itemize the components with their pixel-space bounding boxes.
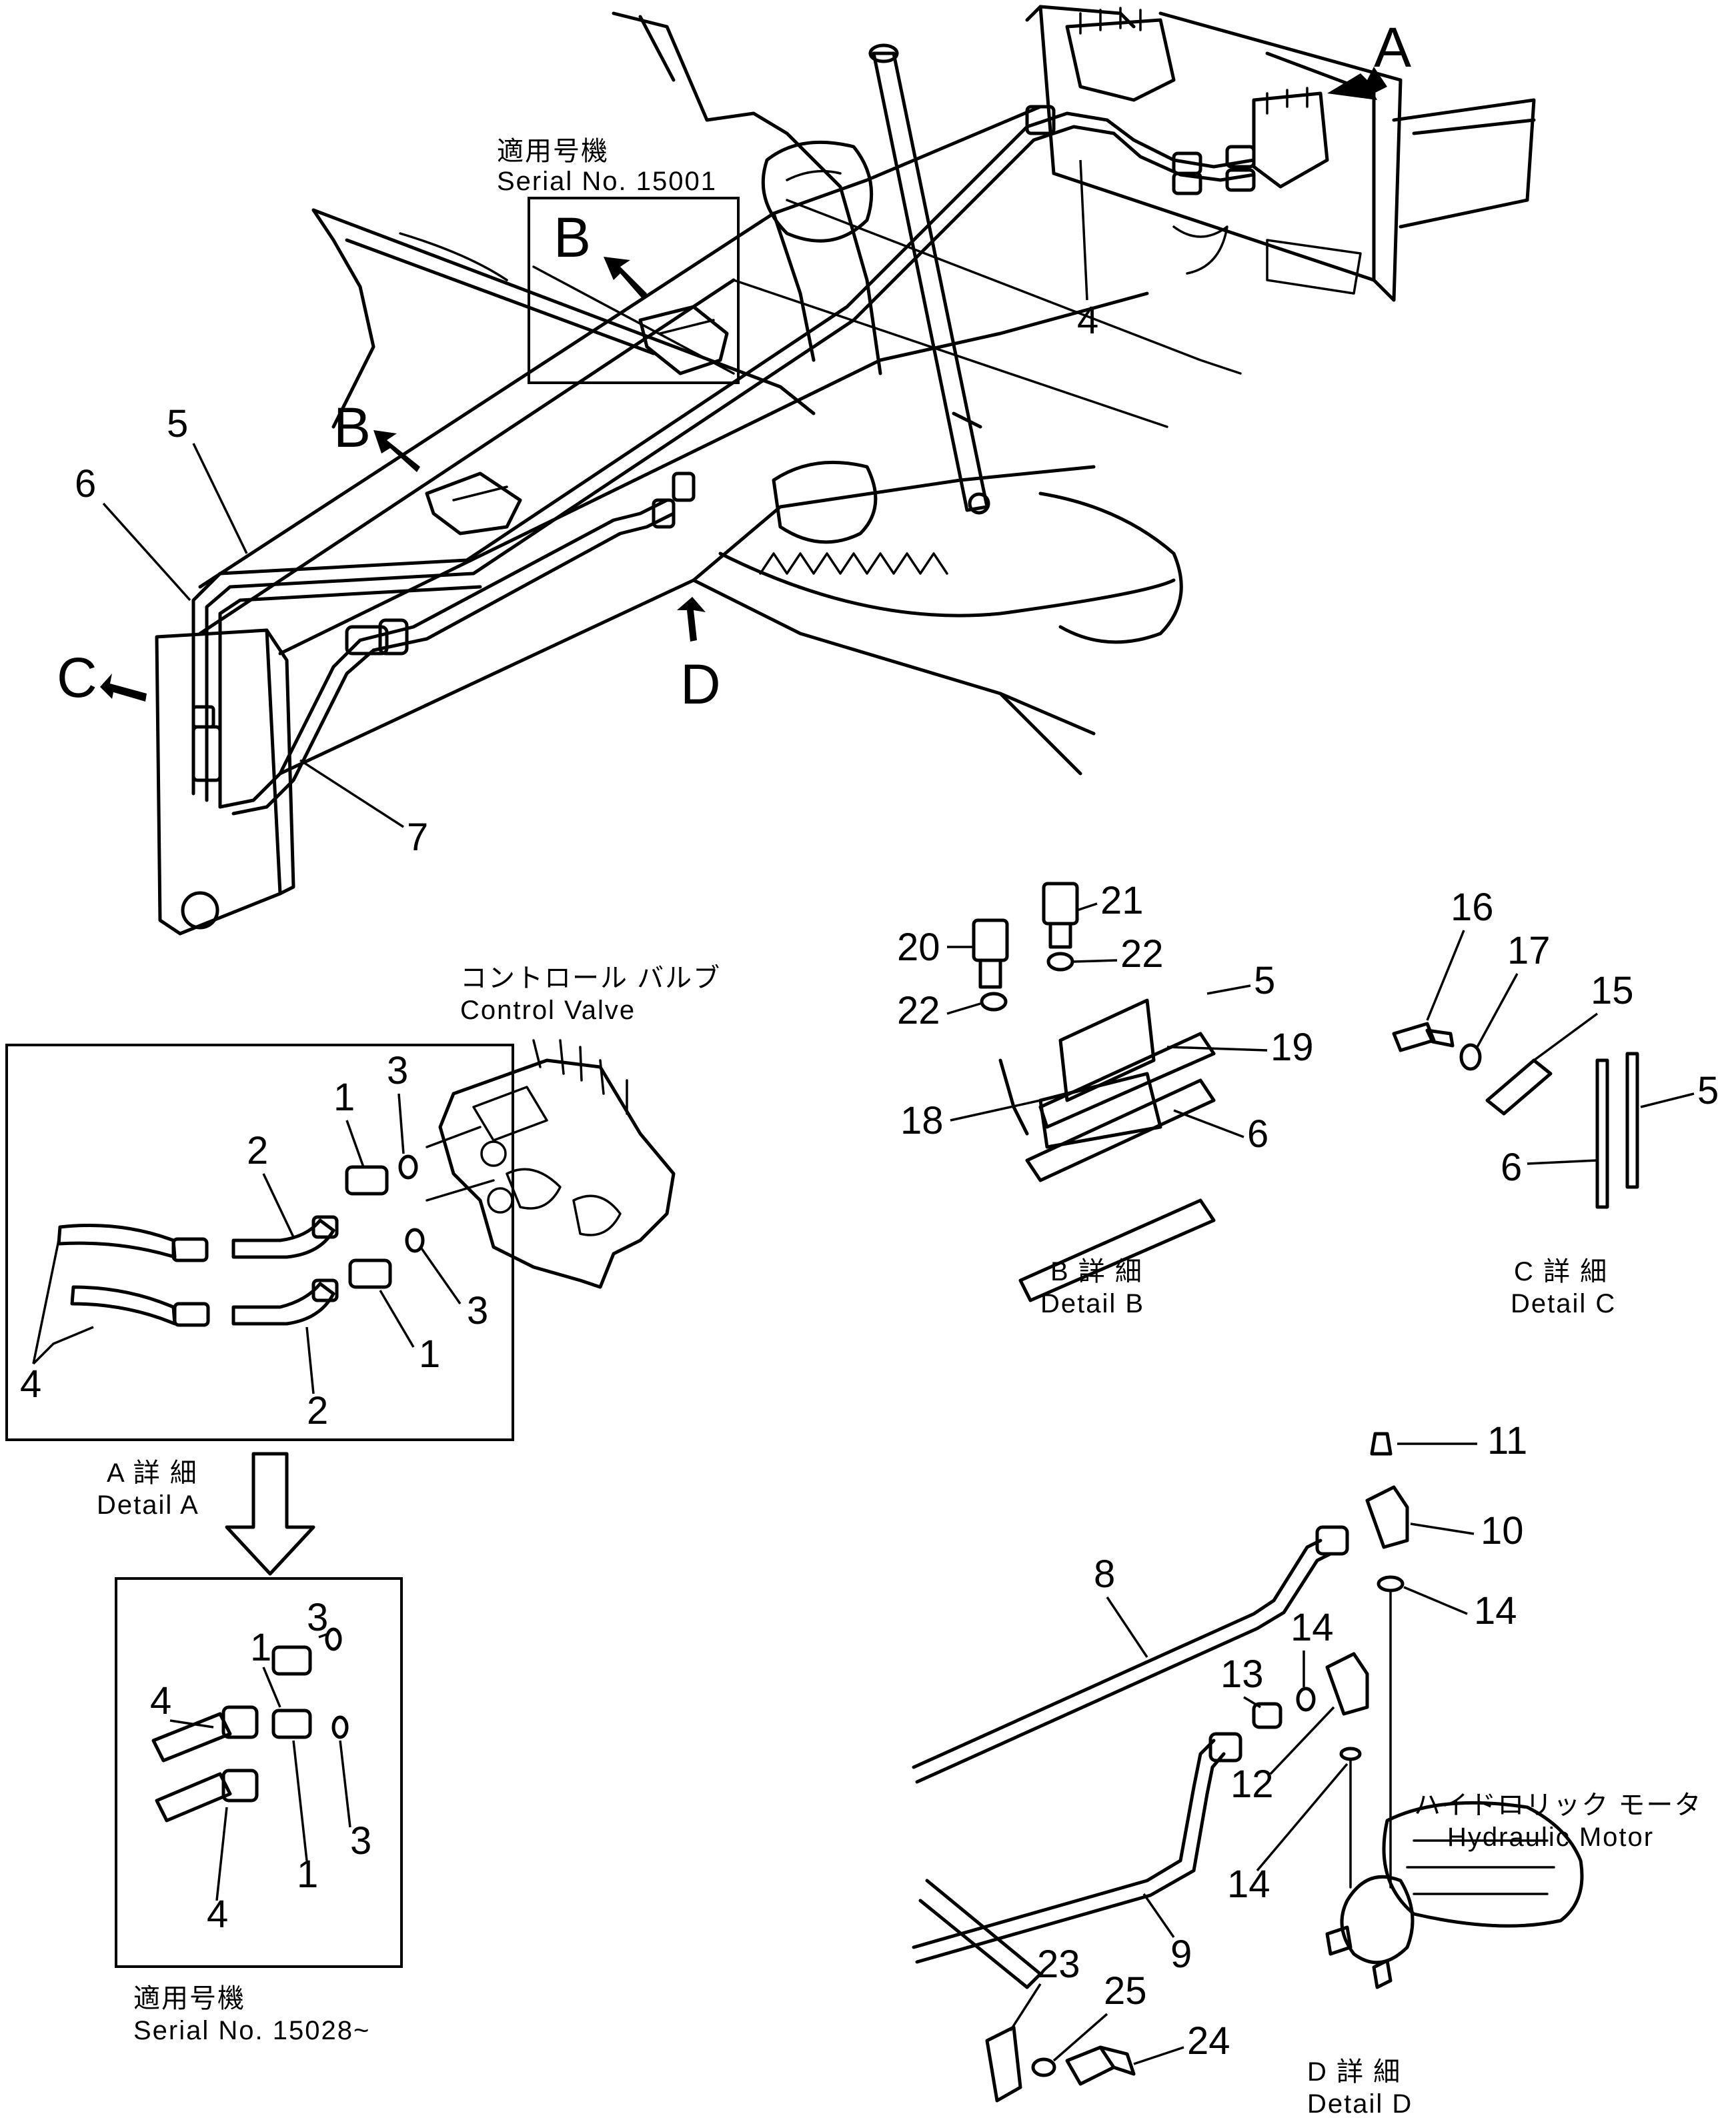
callout-8: 8 [1094, 1552, 1115, 1596]
callout-6-detail-b: 6 [1247, 1112, 1268, 1156]
hollow-down-arrow [225, 1452, 315, 1576]
callout-15: 15 [1591, 969, 1634, 1012]
callout-6-detail-c: 6 [1501, 1146, 1522, 1189]
callout-3-detail-a-bottom: 3 [467, 1289, 488, 1332]
callout-25: 25 [1104, 1969, 1147, 2013]
detail-a-serial-15028: 3 1 4 3 1 4 [115, 1577, 403, 1968]
callout-22-right: 22 [1120, 932, 1164, 976]
detail-a-caption-jp: A 詳 細 [107, 1458, 198, 1488]
detail-d: 11 10 14 8 14 13 12 14 9 23 25 24 [912, 1419, 1584, 2103]
callout-12: 12 [1230, 1763, 1274, 1806]
callout-4-detail-a: 4 [20, 1362, 41, 1406]
callout-21: 21 [1100, 879, 1144, 922]
detail-c-caption-jp: C 詳 細 [1514, 1257, 1608, 1286]
callout-5-detail-c: 5 [1697, 1069, 1719, 1112]
detail-a: 3 1 2 3 1 2 4 [5, 1039, 676, 1441]
callout-13: 13 [1220, 1653, 1264, 1696]
callout-3-detail-a-top: 3 [387, 1049, 408, 1092]
view-letter-c: C [57, 646, 97, 709]
callout-9: 9 [1170, 1933, 1192, 1976]
main-assembly-view [155, 5, 1536, 936]
callout-4-main: 4 [1077, 299, 1098, 342]
serial-caption-top-jp: 適用号機 [497, 137, 609, 166]
callout-17: 17 [1507, 929, 1551, 972]
detail-b-caption-en: Detail B [1040, 1289, 1144, 1318]
callout-16: 16 [1451, 886, 1494, 929]
callout-2-detail-a-bottom: 2 [307, 1389, 328, 1432]
callout-5-main: 5 [167, 402, 188, 445]
arrow-c [100, 674, 147, 702]
arrow-b-main [373, 430, 420, 472]
serial-caption-bottom-jp: 適用号機 [133, 1984, 245, 2013]
callout-14-top: 14 [1474, 1589, 1517, 1633]
callout-19: 19 [1270, 1026, 1314, 1069]
serial-caption-bottom-en: Serial No. 15028~ [133, 2016, 370, 2045]
callout-24: 24 [1187, 2019, 1230, 2063]
arrow-d [677, 597, 706, 642]
control-valve-caption-en: Control Valve [460, 996, 636, 1025]
detail-b-caption-jp: B 詳 細 [1050, 1257, 1143, 1286]
hydraulic-motor-caption-en: Hydraulic Motor [1447, 1823, 1654, 1852]
callout-10: 10 [1481, 1509, 1524, 1552]
callout-1-detail-a-bottom: 1 [419, 1332, 440, 1376]
callout-2-detail-a-top: 2 [247, 1129, 268, 1172]
view-letter-a: A [1374, 16, 1411, 79]
callout-22-left: 22 [897, 989, 940, 1032]
callout-14-mid: 14 [1290, 1606, 1334, 1649]
arrow-b-inset [604, 257, 647, 300]
control-valve-caption-jp: コントロール バルブ [460, 964, 721, 993]
inset-box-b [528, 197, 740, 384]
callout-6-main: 6 [75, 462, 96, 505]
callout-1-serial-box-top: 1 [250, 1626, 271, 1669]
callout-18: 18 [900, 1099, 944, 1142]
serial-caption-top-en: Serial No. 15001 [497, 167, 717, 196]
callout-1-detail-a-top: 1 [333, 1076, 355, 1119]
detail-c: 16 17 15 5 6 [1392, 886, 1719, 1209]
detail-a-caption-en: Detail A [97, 1490, 199, 1520]
callout-4-serial-box-top: 4 [150, 1679, 171, 1723]
callout-11: 11 [1487, 1419, 1527, 1462]
detail-d-caption-en: Detail D [1307, 2089, 1413, 2119]
view-letter-b: B [333, 396, 371, 459]
callout-14-bottom: 14 [1227, 1863, 1270, 1906]
detail-b: 21 20 22 22 5 19 18 6 [897, 879, 1314, 1302]
hydraulic-motor [1325, 1589, 1584, 1989]
callout-3-serial-box-top: 3 [307, 1596, 328, 1639]
callout-3-serial-box-bottom: 3 [350, 1819, 371, 1863]
view-letter-b-inset: B [554, 206, 591, 269]
callout-5-detail-b: 5 [1254, 959, 1275, 1002]
detail-c-caption-en: Detail C [1511, 1289, 1616, 1318]
callout-20: 20 [897, 926, 940, 969]
arrow-a [1327, 67, 1387, 100]
control-valve-top [1065, 7, 1329, 189]
detail-d-caption-jp: D 詳 細 [1307, 2057, 1401, 2087]
callout-23: 23 [1037, 1943, 1080, 1986]
callout-7-main: 7 [407, 816, 428, 859]
hydraulic-motor-caption-jp: ハイドロリック モータ [1414, 1791, 1702, 1820]
control-valve [425, 1039, 676, 1289]
view-letter-d: D [680, 653, 721, 716]
